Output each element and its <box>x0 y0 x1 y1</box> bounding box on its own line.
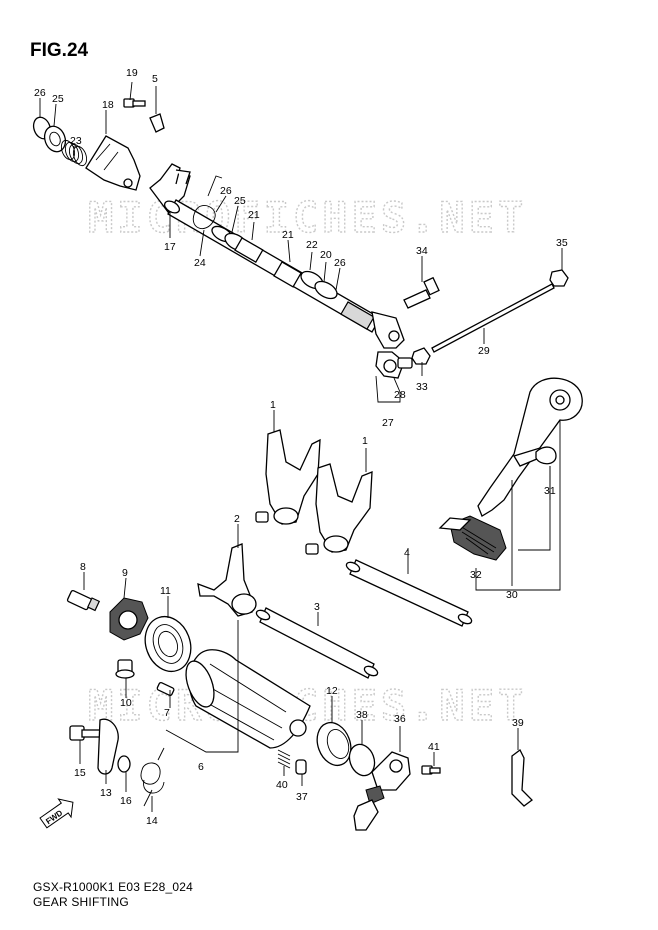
callout-6: 6 <box>198 761 204 773</box>
shift-plate-18 <box>85 135 141 191</box>
callout-3: 3 <box>314 601 320 613</box>
gearshift-cam-drum-6 <box>185 649 311 749</box>
figure-caption: GEAR SHIFTING <box>33 895 129 909</box>
callout-1: 1 <box>362 435 368 447</box>
callout-4: 4 <box>404 547 410 559</box>
callout-31: 31 <box>544 485 556 497</box>
watermark-top: MICROFICHES.NET <box>88 193 527 242</box>
bolt-19 <box>123 98 146 108</box>
clamp-39 <box>511 749 533 807</box>
shift-fork-1b <box>305 463 373 555</box>
pin-8 <box>66 590 101 612</box>
leader-lines <box>39 81 563 812</box>
callout-10: 10 <box>120 697 132 709</box>
callout-26: 26 <box>34 87 46 99</box>
callout-7: 7 <box>164 707 170 719</box>
callout-36: 36 <box>394 713 406 725</box>
callout-23: 23 <box>70 135 82 147</box>
shift-fork-1a <box>255 429 321 525</box>
forward-direction-icon: FWD <box>39 798 74 829</box>
fork-shaft-3 <box>255 607 379 679</box>
nut-33 <box>411 347 431 365</box>
callout-12: 12 <box>326 685 338 697</box>
neutral-switch-36 <box>353 751 411 831</box>
callout-21: 21 <box>248 209 260 221</box>
bolt-34 <box>403 276 440 309</box>
callout-1: 1 <box>270 399 276 411</box>
bearing-12 <box>316 721 352 767</box>
callout-15: 15 <box>74 767 86 779</box>
callout-5: 5 <box>152 73 158 85</box>
callout-2: 2 <box>234 513 240 525</box>
fork-shaft-4 <box>345 559 473 627</box>
callout-24: 24 <box>194 257 206 269</box>
bearing-11 <box>144 615 192 673</box>
callout-35: 35 <box>556 237 568 249</box>
return-spring-24 <box>193 175 223 230</box>
callout-26: 26 <box>334 257 346 269</box>
callout-16: 16 <box>120 795 132 807</box>
callout-41: 41 <box>428 741 440 753</box>
callout-25: 25 <box>234 195 246 207</box>
callout-26: 26 <box>220 185 232 197</box>
shift-fork-2 <box>197 543 257 617</box>
pin-37 <box>295 759 307 775</box>
figure-title: FIG.24 <box>30 40 89 61</box>
bolt-10 <box>115 659 135 679</box>
model-code: GSX-R1000K1 E03 E28_024 <box>33 880 194 894</box>
callout-37: 37 <box>296 791 308 803</box>
callout-34: 34 <box>416 245 428 257</box>
callout-11: 11 <box>160 585 171 597</box>
callout-40: 40 <box>276 779 288 791</box>
callout-39: 39 <box>512 717 524 729</box>
callout-33: 33 <box>416 381 428 393</box>
callout-22: 22 <box>306 239 318 251</box>
callout-28: 28 <box>394 389 406 401</box>
washer-16 <box>117 755 131 773</box>
callout-25: 25 <box>52 93 64 105</box>
spring-40 <box>277 749 291 769</box>
callout-38: 38 <box>356 709 368 721</box>
callout-27: 27 <box>382 417 394 429</box>
callout-19: 19 <box>126 67 138 79</box>
callout-9: 9 <box>122 567 128 579</box>
stopper-arm-13 <box>97 718 119 775</box>
oring-38 <box>348 743 376 777</box>
callout-13: 13 <box>100 787 112 799</box>
nut-35 <box>549 269 569 287</box>
callout-20: 20 <box>320 249 332 261</box>
callout-32: 32 <box>470 569 482 581</box>
callout-30: 30 <box>506 589 518 601</box>
screw-41 <box>421 765 441 775</box>
callout-14: 14 <box>146 815 158 827</box>
cam-9 <box>109 597 149 641</box>
callout-8: 8 <box>80 561 86 573</box>
callout-29: 29 <box>478 345 490 357</box>
shift-rod-29 <box>431 283 555 353</box>
gearshift-lever-30 <box>438 377 583 561</box>
stopper-5 <box>149 113 165 133</box>
callout-18: 18 <box>102 99 114 111</box>
foot-peg-32 <box>449 515 507 561</box>
callout-17: 17 <box>164 241 176 253</box>
shift-arm-28 <box>371 311 405 349</box>
spring-14 <box>140 747 165 807</box>
callout-21: 21 <box>282 229 294 241</box>
shift-shaft-assembly <box>32 98 569 379</box>
